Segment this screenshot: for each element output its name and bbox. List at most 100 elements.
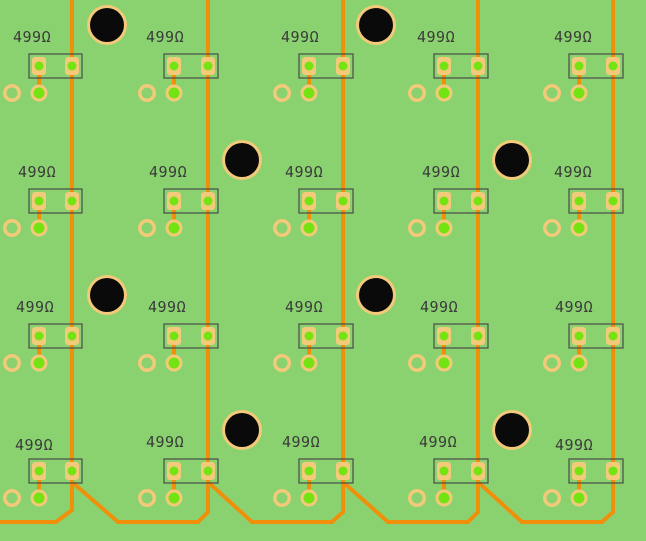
mounting-hole [225, 413, 259, 447]
resistor-footprint [28, 458, 83, 484]
smd-pad-core [439, 466, 449, 476]
net-trace [206, 472, 345, 524]
smd-pad-core [34, 61, 44, 71]
via-core [303, 492, 315, 504]
smd-pad-core [67, 61, 77, 71]
resistor-value-label: 499Ω [420, 298, 459, 316]
test-point-hole [276, 492, 288, 504]
test-point-hole [546, 492, 558, 504]
via-core [303, 87, 315, 99]
mounting-hole [225, 143, 259, 177]
smd-pad-core [574, 331, 584, 341]
smd-pad-core [574, 466, 584, 476]
resistor-footprint [298, 458, 354, 484]
smd-pad-core [574, 196, 584, 206]
smd-pad-core [338, 331, 348, 341]
resistor-footprint [433, 323, 489, 349]
via-core [438, 222, 450, 234]
resistor-footprint [298, 323, 354, 349]
smd-pad-core [67, 196, 77, 206]
resistor-footprint [28, 53, 83, 79]
resistor-footprint [163, 53, 219, 79]
test-point-hole [141, 222, 153, 234]
via-core [33, 222, 45, 234]
smd-pad-core [169, 196, 179, 206]
resistor-value-label: 499Ω [554, 28, 593, 46]
smd-pad-core [169, 61, 179, 71]
resistor-footprint [298, 188, 354, 214]
net-trace [341, 472, 480, 524]
resistor-footprint [568, 458, 624, 484]
smd-pad-core [203, 61, 213, 71]
smd-pad-core [169, 331, 179, 341]
smd-pad-core [304, 466, 314, 476]
smd-pad-core [304, 61, 314, 71]
via-core [168, 87, 180, 99]
test-point-hole [141, 87, 153, 99]
via-core [168, 492, 180, 504]
net-trace [476, 472, 615, 524]
via-core [168, 357, 180, 369]
mounting-hole [90, 278, 124, 312]
test-point-hole [546, 357, 558, 369]
resistor-footprint [433, 188, 489, 214]
via-core [573, 492, 585, 504]
resistor-value-label: 499Ω [555, 298, 594, 316]
via-core [303, 222, 315, 234]
resistor-value-label: 499Ω [285, 298, 324, 316]
smd-pad-core [34, 331, 44, 341]
smd-pad-core [439, 331, 449, 341]
smd-pad-core [304, 196, 314, 206]
resistor-footprint [298, 53, 354, 79]
resistor-footprint [433, 458, 489, 484]
via-core [573, 357, 585, 369]
smd-pad-core [439, 196, 449, 206]
test-point-hole [411, 492, 423, 504]
smd-pad-core [608, 61, 618, 71]
smd-pad-core [473, 331, 483, 341]
smd-pad-core [34, 196, 44, 206]
resistor-value-label: 499Ω [419, 433, 458, 451]
resistor-footprint [433, 53, 489, 79]
smd-pad-core [473, 61, 483, 71]
mounting-hole [90, 8, 124, 42]
resistor-value-label: 499Ω [15, 436, 54, 454]
via-core [168, 222, 180, 234]
resistor-footprint [163, 188, 219, 214]
resistor-value-label: 499Ω [422, 163, 461, 181]
smd-pad-core [473, 196, 483, 206]
resistor-value-label: 499Ω [554, 163, 593, 181]
smd-pad-core [203, 196, 213, 206]
smd-pad-core [67, 466, 77, 476]
resistor-footprint [163, 458, 219, 484]
via-core [573, 87, 585, 99]
test-point-hole [276, 357, 288, 369]
resistor-footprint [28, 323, 83, 349]
via-core [438, 87, 450, 99]
resistor-value-label: 499Ω [16, 298, 55, 316]
smd-pad-core [67, 331, 77, 341]
via-core [33, 357, 45, 369]
test-point-hole [6, 87, 18, 99]
test-point-hole [6, 357, 18, 369]
smd-pad-core [304, 331, 314, 341]
resistor-value-label: 499Ω [146, 433, 185, 451]
via-core [438, 357, 450, 369]
smd-pad-core [203, 331, 213, 341]
net-trace [0, 472, 74, 524]
net-trace [70, 472, 210, 524]
test-point-hole [411, 357, 423, 369]
resistor-value-label: 499Ω [281, 28, 320, 46]
resistor-footprint [163, 323, 219, 349]
resistor-value-label: 499Ω [148, 298, 187, 316]
smd-pad-core [203, 466, 213, 476]
smd-pad-core [473, 466, 483, 476]
resistor-footprint [568, 53, 624, 79]
smd-pad-core [338, 196, 348, 206]
resistor-value-label: 499Ω [149, 163, 188, 181]
test-point-hole [276, 87, 288, 99]
resistor-value-label: 499Ω [18, 163, 57, 181]
smd-pad-core [608, 466, 618, 476]
smd-pad-core [169, 466, 179, 476]
